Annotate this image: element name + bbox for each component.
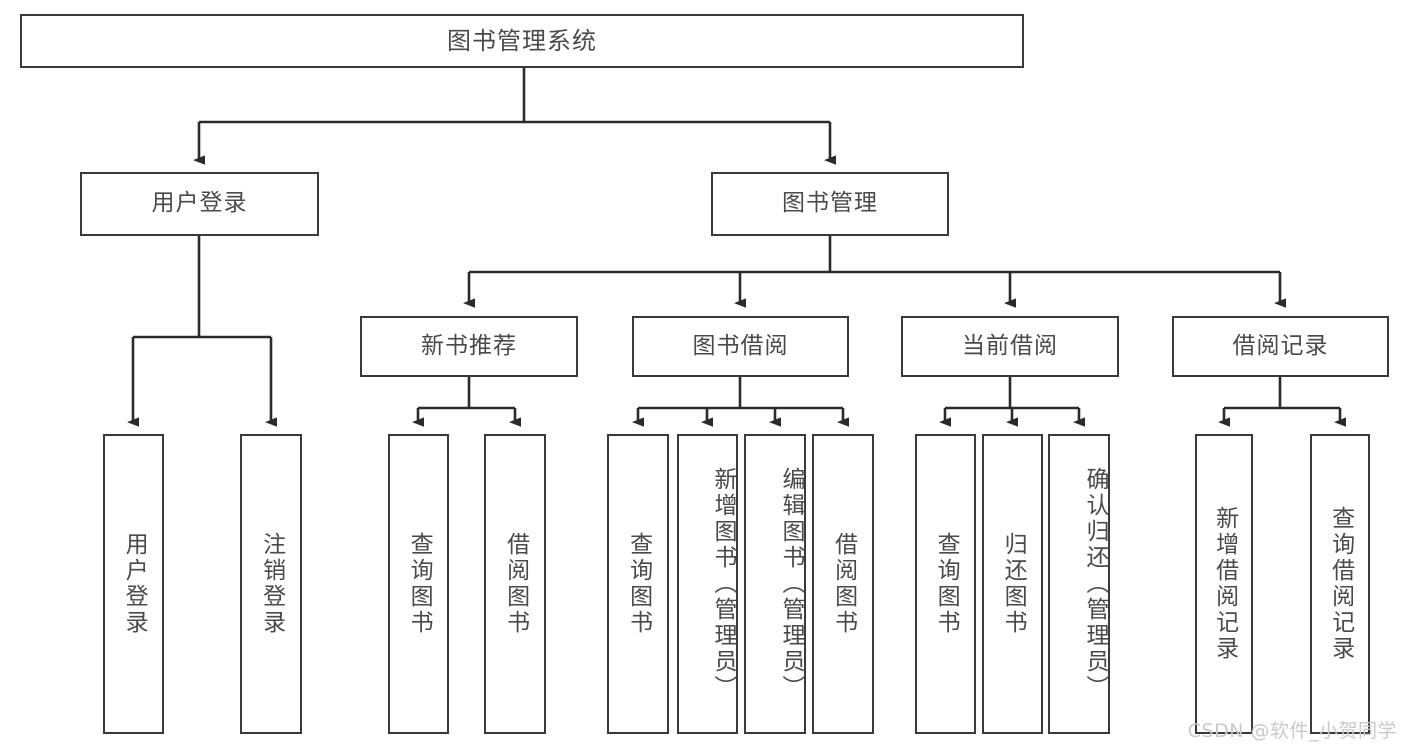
node-user-login[interactable]: 用户登录 (80, 172, 319, 236)
node-label: 用户登录 (151, 190, 248, 217)
leaf-return-book[interactable]: 归还图书 (982, 434, 1043, 734)
node-current-borrow[interactable]: 当前借阅 (901, 316, 1119, 377)
node-label: 借阅记录 (1232, 332, 1329, 359)
node-label: 用户登录 (121, 532, 148, 636)
leaf-query-book-borrow[interactable]: 查询图书 (607, 434, 669, 734)
node-label: 编辑图书（管理员） (778, 467, 804, 701)
node-label: 借阅图书 (502, 532, 529, 636)
node-book-management[interactable]: 图书管理 (711, 172, 949, 236)
node-label: 图书管理系统 (447, 26, 597, 55)
node-label: 查询图书 (625, 532, 652, 636)
leaf-user-login[interactable]: 用户登录 (103, 434, 164, 734)
node-label: 借阅图书 (830, 532, 857, 636)
node-label: 当前借阅 (962, 332, 1058, 359)
node-label: 新增图书（管理员） (710, 467, 736, 701)
node-root-system[interactable]: 图书管理系统 (20, 14, 1024, 68)
leaf-confirm-return-admin[interactable]: 确认归还（管理员） (1048, 434, 1110, 734)
leaf-logout-login[interactable]: 注销登录 (240, 434, 302, 734)
node-label: 查询借阅记录 (1327, 506, 1354, 662)
leaf-add-book-admin[interactable]: 新增图书（管理员） (677, 434, 738, 734)
node-label: 确认归还（管理员） (1082, 467, 1108, 701)
leaf-borrow-book-recommend[interactable]: 借阅图书 (484, 434, 546, 734)
csdn-watermark: CSDN @软件_小贺同学 (1187, 720, 1397, 742)
node-label: 查询图书 (933, 532, 960, 636)
node-label: 图书管理 (782, 190, 878, 217)
leaf-borrow-book[interactable]: 借阅图书 (812, 434, 874, 734)
node-label: 查询图书 (406, 532, 433, 636)
leaf-query-book-recommend[interactable]: 查询图书 (388, 434, 449, 734)
node-label: 图书借阅 (692, 332, 789, 359)
node-book-borrow[interactable]: 图书借阅 (632, 316, 849, 377)
node-label: 新书推荐 (421, 332, 517, 359)
leaf-add-borrow-record[interactable]: 新增借阅记录 (1195, 434, 1253, 734)
node-label: 注销登录 (258, 532, 285, 636)
node-label: 新增借阅记录 (1211, 506, 1238, 662)
node-label: 归还图书 (1000, 532, 1027, 636)
leaf-edit-book-admin[interactable]: 编辑图书（管理员） (744, 434, 806, 734)
leaf-query-borrow-record[interactable]: 查询借阅记录 (1310, 434, 1370, 734)
node-borrow-records[interactable]: 借阅记录 (1172, 316, 1389, 377)
node-new-book-recommend[interactable]: 新书推荐 (360, 316, 578, 377)
leaf-query-book-current[interactable]: 查询图书 (915, 434, 976, 734)
